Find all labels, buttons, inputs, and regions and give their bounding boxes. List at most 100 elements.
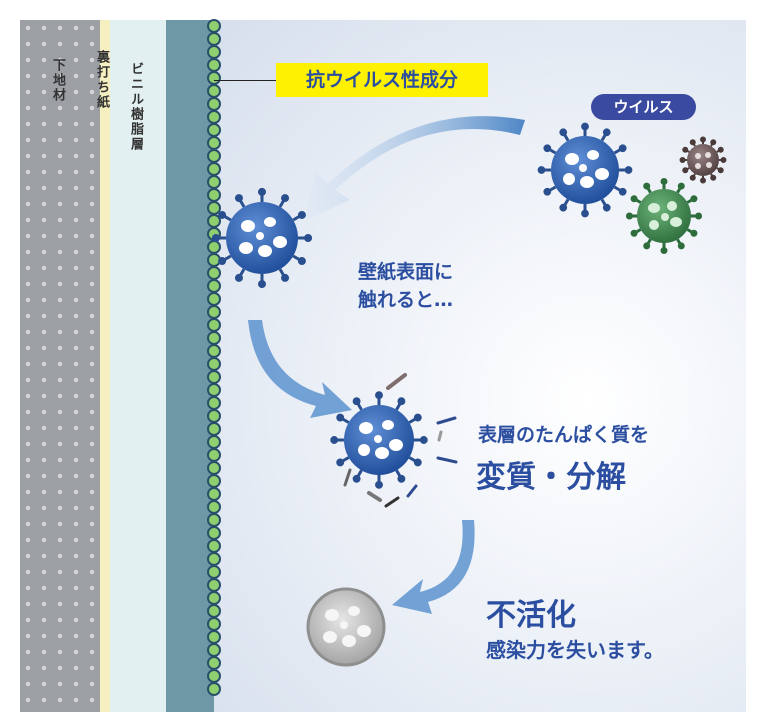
virus-spike-tip [625,212,633,220]
antiviral-bead [207,214,221,228]
virus-spike-tip [630,195,638,203]
virus-icon [679,136,727,184]
virus-spike-tip [543,187,552,196]
antiviral-bead [207,32,221,46]
antiviral-bead [207,409,221,423]
virus-spike-tip [336,458,345,467]
virus-spike-tip [413,458,422,467]
virus-spike-tip [720,157,727,163]
antiviral-bead [207,266,221,280]
antiviral-bead [207,526,221,540]
inactivated-virus-icon [306,587,386,667]
virus-spike-tip [689,174,696,181]
virus-badge: ウイルス [591,94,696,120]
virus-spike-tip [618,144,627,153]
antiviral-bead [207,435,221,449]
virus-spike-tip [336,413,345,422]
virus-spike-tip [234,273,243,282]
virus-spike-tip [537,166,546,174]
antiviral-bead [207,162,221,176]
virus-spike-tip [660,247,668,255]
antiviral-bead [207,331,221,345]
antiviral-bead [207,97,221,111]
virus-spike-tip [234,194,243,203]
virus-spike-tip [679,157,686,163]
virus-spike-tip [630,229,638,237]
virus-spike-tip [602,203,611,212]
virus-spike-tip [710,139,717,146]
virus-spike-tip [643,242,651,250]
virus-icon [625,177,703,255]
antiviral-bead [207,188,221,202]
virus-spike-tip [352,474,361,483]
virus-spike-tip [700,136,706,143]
touch-text: 壁紙表面に 触れると… [358,258,453,314]
virus-spike-tip [700,177,706,184]
antiviral-bead [207,539,221,553]
virus-spike-tip [581,122,589,131]
virus-spike-tip [710,174,717,181]
virus-spike-tip [581,209,589,218]
arrow-down-1 [248,320,352,418]
inactivate-subtitle: 感染力を失います。 [486,638,664,662]
antiviral-bead [207,149,221,163]
virus-spike-tip [297,257,306,266]
protein-fragments [343,373,458,508]
virus-spike-tip [297,210,306,219]
antiviral-bead [207,604,221,618]
virus-spike-tip [257,187,267,196]
surface-text-line2: 変質・分解 [476,460,626,495]
inactivate-title: 不活化 [486,598,576,633]
virus-spike-tip [257,280,267,289]
virus-icon [537,122,633,218]
antiviral-bead [207,682,221,696]
virus-spike-tip [218,210,227,219]
antiviral-bead [207,175,221,189]
virus-spike-tip [717,146,724,153]
antiviral-bead [207,123,221,137]
touch-text-line2: 触れると… [358,289,454,311]
base-layer [20,20,100,712]
antiviral-bead [207,552,221,566]
antiviral-bead [207,253,221,267]
virus-spike-tip [281,273,290,282]
virus-spike-tip [397,474,406,483]
antiviral-bead [207,513,221,527]
virus-spike-tip [717,167,724,174]
virus-icon [211,187,313,289]
antiviral-bead [207,591,221,605]
virus-spike-tip [211,233,220,243]
surface-band [166,20,214,712]
virus-spike-tip [690,229,698,237]
virus-spike-tip [660,177,668,185]
antiviral-bead [207,370,221,384]
antiviral-bead [207,84,221,98]
diagram-frame: 下地材 裏打ち紙 ビニル樹脂層 [20,20,746,712]
antiviral-bead [207,656,221,670]
vinyl-layer-label: ビニル樹脂層 [128,62,143,152]
backing-paper-label: 裏打ち紙 [94,50,109,110]
virus-icon [330,391,428,489]
antiviral-bead [207,448,221,462]
virus-spike-tip [677,182,685,190]
antiviral-bead [207,474,221,488]
antiviral-bead [207,617,221,631]
antiviral-bead [207,669,221,683]
antiviral-bead [207,578,221,592]
virus-spike-tip [543,144,552,153]
antiviral-bead [207,201,221,215]
virus-spike-tip [682,146,689,153]
antiviral-bead [207,71,221,85]
antiviral-bead [207,318,221,332]
virus-spike-tip [330,436,339,444]
virus-spike-tip [397,397,406,406]
antiviral-bead [207,630,221,644]
virus-spike-tip [643,182,651,190]
antiviral-bead [207,500,221,514]
antiviral-bead [207,422,221,436]
virus-spike-tip [624,166,633,174]
antiviral-bead [207,487,221,501]
antiviral-bead [207,396,221,410]
antiviral-bead [207,383,221,397]
